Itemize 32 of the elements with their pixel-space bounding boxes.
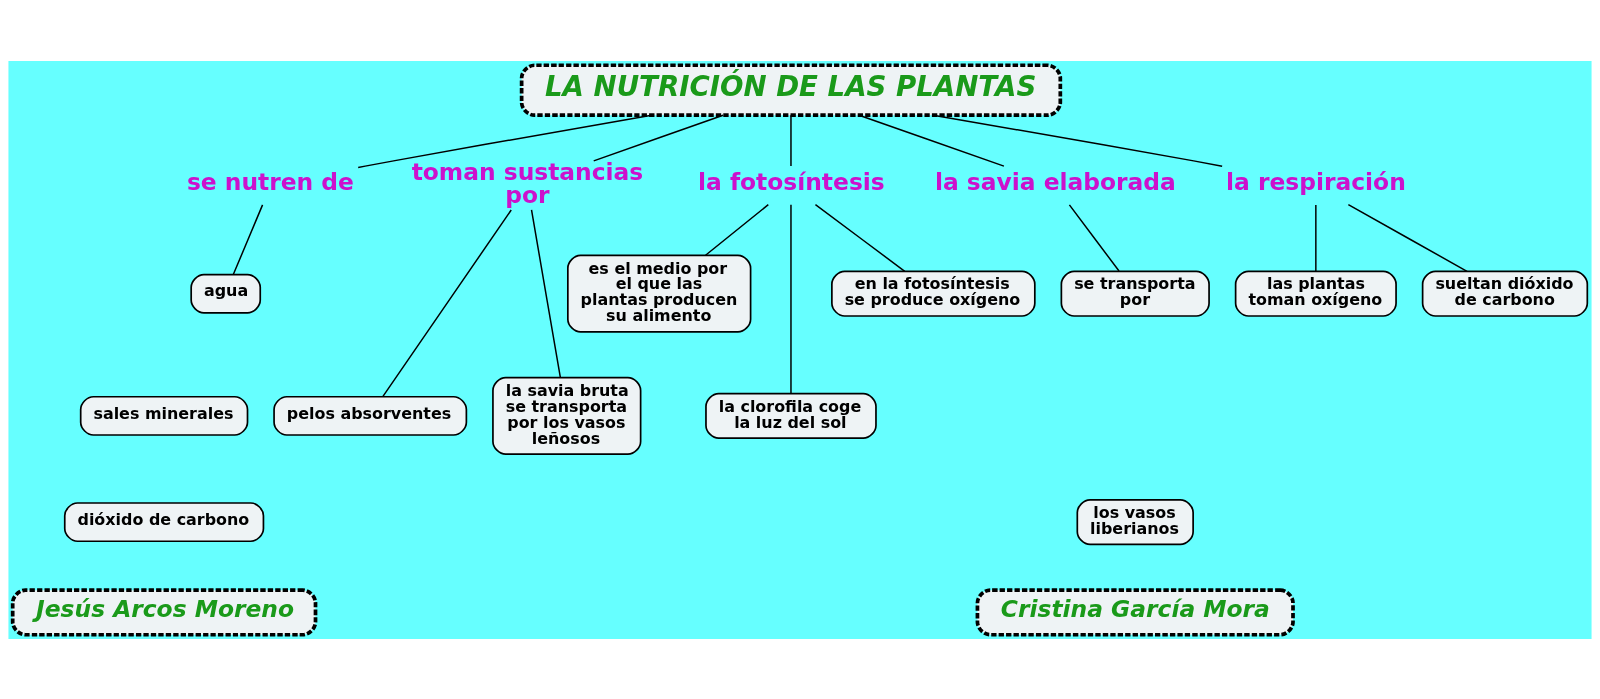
node-box: Cristina García Mora <box>975 587 1295 637</box>
node-text: la fotosíntesis <box>698 167 885 196</box>
node-box: Jesús Arcos Moreno <box>10 587 318 637</box>
connector <box>382 208 512 397</box>
node-box: la savia bruta se transporta por los vasos leñosos <box>492 376 642 455</box>
node-text: toman sustancias por <box>411 157 644 209</box>
connector <box>790 113 792 167</box>
node-box: es el medio por el que las plantas producen su alimento <box>567 254 752 333</box>
connector <box>1068 203 1120 272</box>
node-text: la savia elaborada <box>934 167 1176 196</box>
connector <box>1347 203 1468 272</box>
node-box: sales minerales <box>79 395 249 436</box>
node-box: se transporta por <box>1060 270 1210 317</box>
node-box: en la fotosíntesis se produce oxígeno <box>831 270 1036 317</box>
node-text: la respiración <box>1226 167 1406 196</box>
node-box: la clorofila coge la luz del sol <box>705 392 877 439</box>
node-box: los vasos liberianos <box>1076 498 1194 545</box>
node-box: sueltan dióxido de carbono <box>1421 270 1589 317</box>
connector <box>704 203 770 256</box>
node-box: LA NUTRICIÓN DE LAS PLANTAS <box>519 62 1063 117</box>
connector <box>232 203 264 275</box>
node-box: dióxido de carbono <box>63 501 265 542</box>
node-box: agua <box>190 273 262 314</box>
connector <box>593 113 724 162</box>
connector <box>530 208 562 378</box>
connector <box>357 113 653 168</box>
connector <box>790 203 792 394</box>
node-box: las plantas toman oxígeno <box>1234 270 1397 317</box>
connector <box>1315 203 1317 272</box>
connector <box>814 203 906 272</box>
node-box: pelos absorventes <box>273 395 468 436</box>
node-text: se nutren de <box>186 167 354 196</box>
